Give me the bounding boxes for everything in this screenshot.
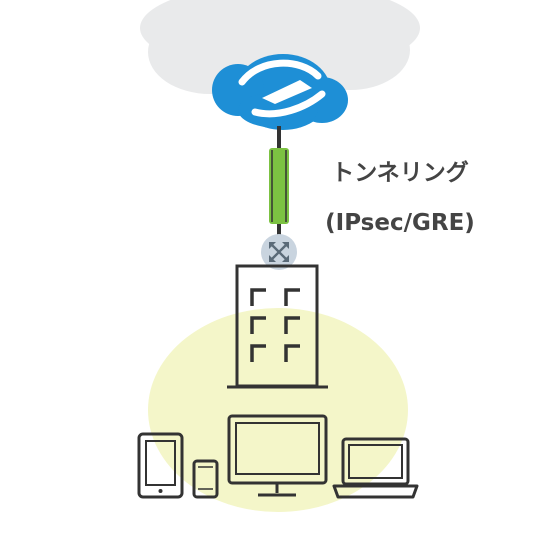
tunnel-label: トンネリング (IPsec/GRE) bbox=[300, 148, 500, 248]
tunnel-label-line2: (IPsec/GRE) bbox=[325, 210, 475, 236]
tunnel-label-line1: トンネリング bbox=[331, 160, 469, 186]
building-icon bbox=[227, 264, 328, 389]
monitor-icon bbox=[227, 414, 328, 497]
router-icon bbox=[261, 234, 297, 270]
laptop-icon bbox=[332, 437, 419, 499]
smartphone-icon bbox=[192, 459, 219, 499]
tablet-icon bbox=[137, 432, 184, 499]
network-glow bbox=[148, 308, 408, 512]
cloud-logo-icon bbox=[212, 54, 348, 130]
tunnel-icon bbox=[269, 148, 289, 224]
